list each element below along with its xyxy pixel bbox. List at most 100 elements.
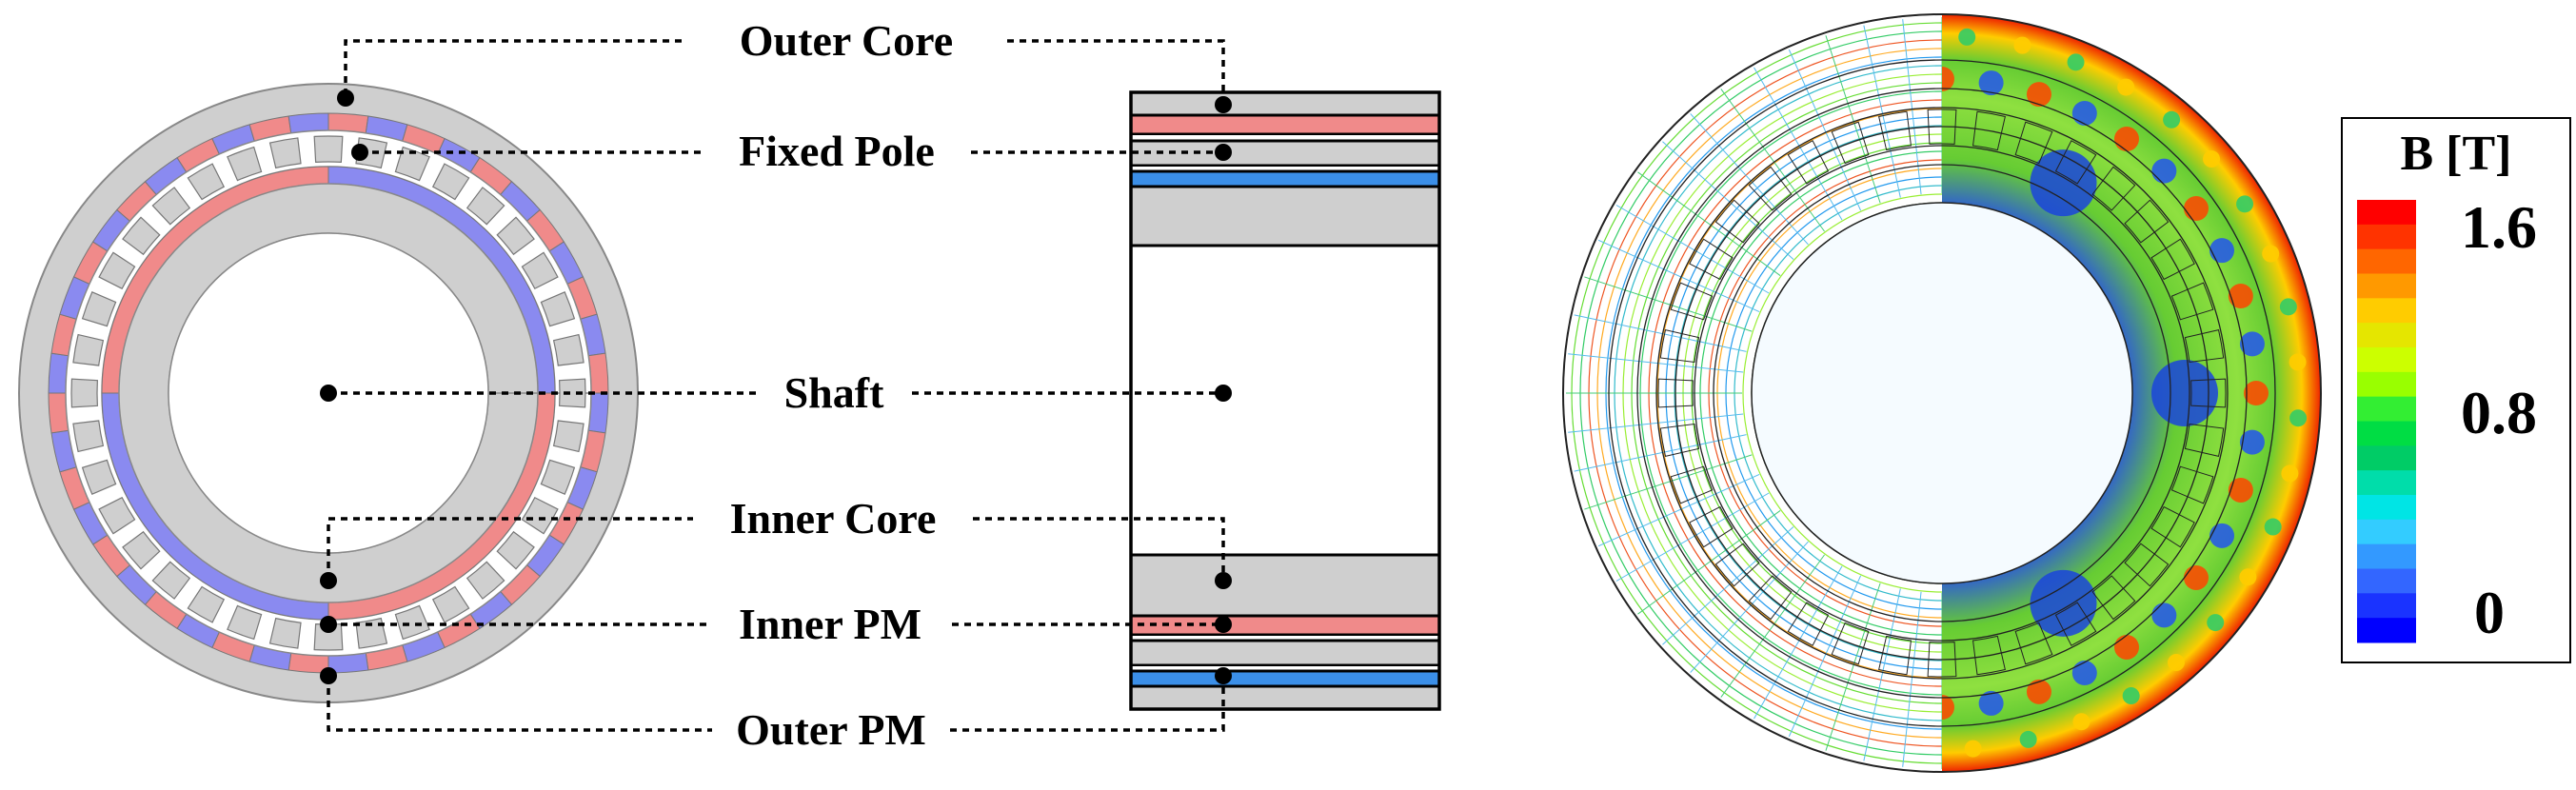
strip-inner-pm-top [1129, 169, 1441, 188]
slot-outline [2054, 140, 2097, 185]
slot-outline [1748, 166, 1793, 211]
flux-line [1584, 454, 1753, 510]
fixed-pole-segment [81, 291, 117, 327]
colorbar-swatch [2357, 323, 2416, 348]
fixed-pole-segment [268, 137, 302, 169]
fixed-pole-segment [521, 251, 559, 290]
outer-boundary [1562, 13, 2322, 773]
leader-outer-pm-right [950, 676, 1225, 732]
machine-outline [1608, 59, 2276, 727]
flux-line [1584, 276, 1753, 332]
flux-line [1690, 113, 1809, 246]
slot-outline [2184, 423, 2225, 457]
slot-outline [2091, 575, 2136, 621]
dot-outer-core-right [1215, 96, 1232, 113]
slot-outline [2124, 199, 2170, 244]
fixed-pole-segment [98, 251, 136, 290]
flux-lobe [2030, 149, 2097, 217]
strip-outer-pm-bottom [1129, 669, 1441, 688]
flux-hotspot [2264, 518, 2282, 536]
fixed-pole-segment [227, 146, 263, 182]
slot-outline [2091, 166, 2136, 211]
flux-line [1615, 205, 1770, 294]
colorbar-swatch [2357, 371, 2416, 398]
flux-line [1568, 413, 1744, 433]
flux-hotspot [2228, 284, 2253, 309]
slot-outline [1670, 282, 1714, 321]
colorbar-title: B [T] [2401, 127, 2512, 181]
colorbar: B [T] 1.6 0.8 0 [2341, 117, 2571, 663]
machine-cross-section [18, 83, 639, 703]
colorbar-swatch [2357, 273, 2416, 299]
colorbar-swatch [2357, 519, 2416, 545]
flux-hotspot [1978, 690, 2004, 716]
slot-outline [2184, 329, 2225, 364]
flux-hotspot [2167, 654, 2185, 672]
fixed-pole-segment [431, 585, 470, 623]
flux-hotspot [2113, 634, 2139, 660]
flux-line [1788, 575, 1862, 738]
slot-outline [1878, 110, 1912, 151]
flux-hotspot [2163, 110, 2181, 128]
strip-outer-pm-top [1129, 113, 1441, 136]
flux-hotspot [2151, 602, 2177, 628]
fixed-pole-segment [227, 604, 263, 641]
label-outer-core: Outer Core [740, 16, 953, 65]
slot-outline [2124, 543, 2170, 587]
machine-outline [1636, 88, 2248, 699]
fixed-pole-segment [552, 333, 585, 366]
strip-inner-core-top [1129, 185, 1441, 247]
slot-outline [1831, 121, 1870, 165]
fixed-pole-segment [70, 378, 98, 408]
flux-hotspot [1942, 67, 1954, 91]
colorbar-min-label: 0 [2474, 579, 2505, 646]
colorbar-swatch [2357, 470, 2416, 496]
flux-hotspot [2207, 614, 2225, 632]
slot-outline [1927, 109, 1957, 145]
slot-outline [1831, 622, 1870, 665]
fixed-pole-segment [540, 291, 576, 327]
slot-outline [2150, 505, 2195, 548]
fixed-pole-segment [122, 530, 161, 570]
flux-hotspot [1964, 740, 1982, 758]
flux-line [1902, 591, 1922, 767]
label-inner-core: Inner Core [730, 494, 937, 543]
fixed-pole-segment [187, 163, 226, 201]
flux-line [1720, 554, 1825, 698]
strip-border [1129, 90, 1441, 711]
flux-hotspot [2239, 429, 2265, 455]
flux-line [1597, 473, 1760, 547]
flux-line [1863, 588, 1901, 761]
dot-shaft-left [320, 385, 337, 402]
colorbar-swatch [2357, 347, 2416, 373]
slot-outline [1748, 575, 1793, 621]
slot-outline [1659, 329, 1700, 364]
machine-outline [1655, 107, 2229, 680]
slot-outline [2014, 622, 2053, 665]
slot-outline [2150, 238, 2195, 281]
flux-hotspot [2183, 564, 2209, 590]
slot-outline [2170, 465, 2214, 504]
flux-line [1690, 541, 1809, 673]
slot-outline [1659, 423, 1700, 457]
flux-hotspot [2236, 195, 2254, 213]
dot-outer-pm-left [320, 667, 337, 684]
flux-line [1754, 565, 1843, 720]
dot-fixed-pole-left [351, 144, 368, 161]
leader-inner-core-right [973, 517, 1225, 579]
fixed-pole-segment [496, 216, 535, 256]
fixed-pole-segment [394, 604, 430, 641]
colorbar-swatch [2357, 445, 2416, 471]
fixed-pole-segment [466, 187, 505, 226]
flux-lobe [2030, 569, 2097, 637]
label-outer-pm: Outer PM [736, 705, 926, 754]
flux-line [1568, 353, 1744, 373]
fixed-pole-segment [151, 187, 191, 226]
colorbar-max-label: 1.6 [2461, 193, 2537, 261]
flux-line [1742, 193, 1942, 593]
fixed-pole-segment [72, 420, 105, 453]
slot-outline [1670, 465, 1714, 504]
flux-hotspot [2281, 464, 2299, 483]
dot-fixed-pole-right [1215, 144, 1232, 161]
